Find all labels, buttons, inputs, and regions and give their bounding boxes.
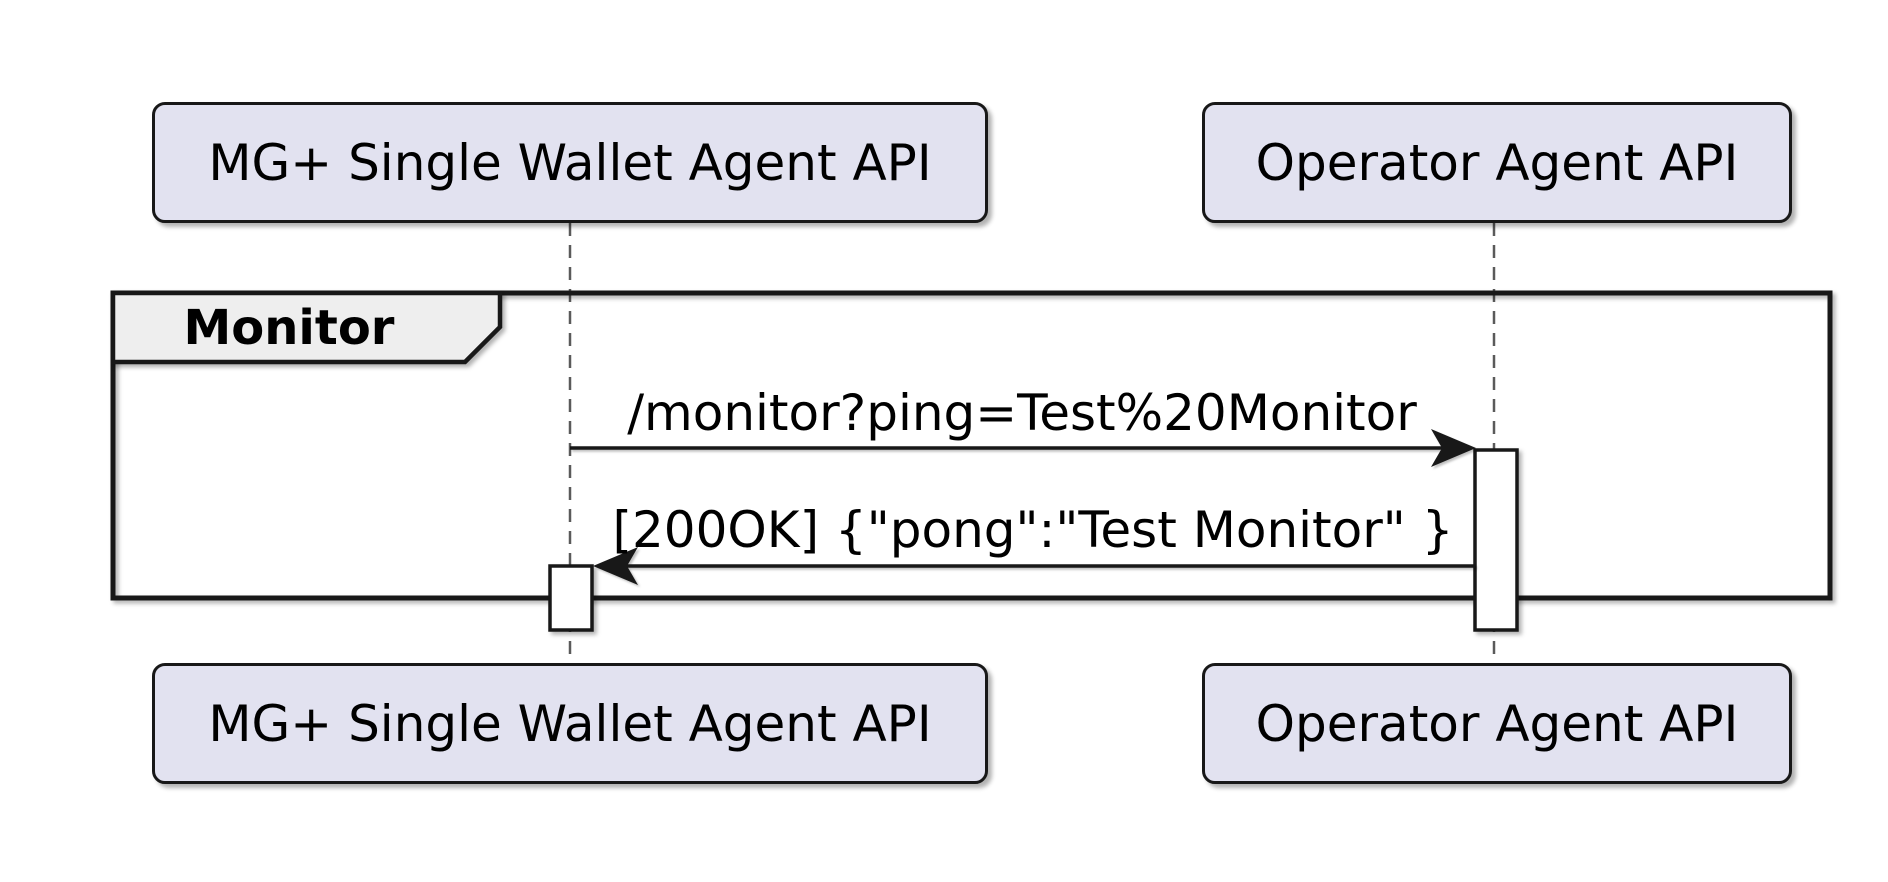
activation-bar-operator [1473, 448, 1519, 632]
activation-bar-wallet [548, 564, 594, 632]
frame-label-pentagon [110, 290, 503, 365]
message-1-label: /monitor?ping=Test%20Monitor [627, 384, 1417, 442]
message-2-arrowhead-icon [593, 547, 638, 585]
participant-label: MG+ Single Wallet Agent API [208, 133, 932, 192]
participant-top-operator: Operator Agent API [1202, 102, 1792, 223]
message-2-label: [200OK] {"pong":"Test Monitor" } [612, 501, 1454, 559]
participant-bottom-operator: Operator Agent API [1202, 663, 1792, 784]
participant-label: MG+ Single Wallet Agent API [208, 694, 932, 753]
frame-border [110, 290, 1833, 601]
message-1-arrowhead-icon [1431, 429, 1476, 467]
participant-top-wallet: MG+ Single Wallet Agent API [152, 102, 988, 223]
participant-bottom-wallet: MG+ Single Wallet Agent API [152, 663, 988, 784]
participant-label: Operator Agent API [1255, 133, 1739, 192]
message-2-arrow [593, 547, 1475, 585]
participant-label: Operator Agent API [1255, 694, 1739, 753]
message-1-arrow [570, 429, 1476, 467]
